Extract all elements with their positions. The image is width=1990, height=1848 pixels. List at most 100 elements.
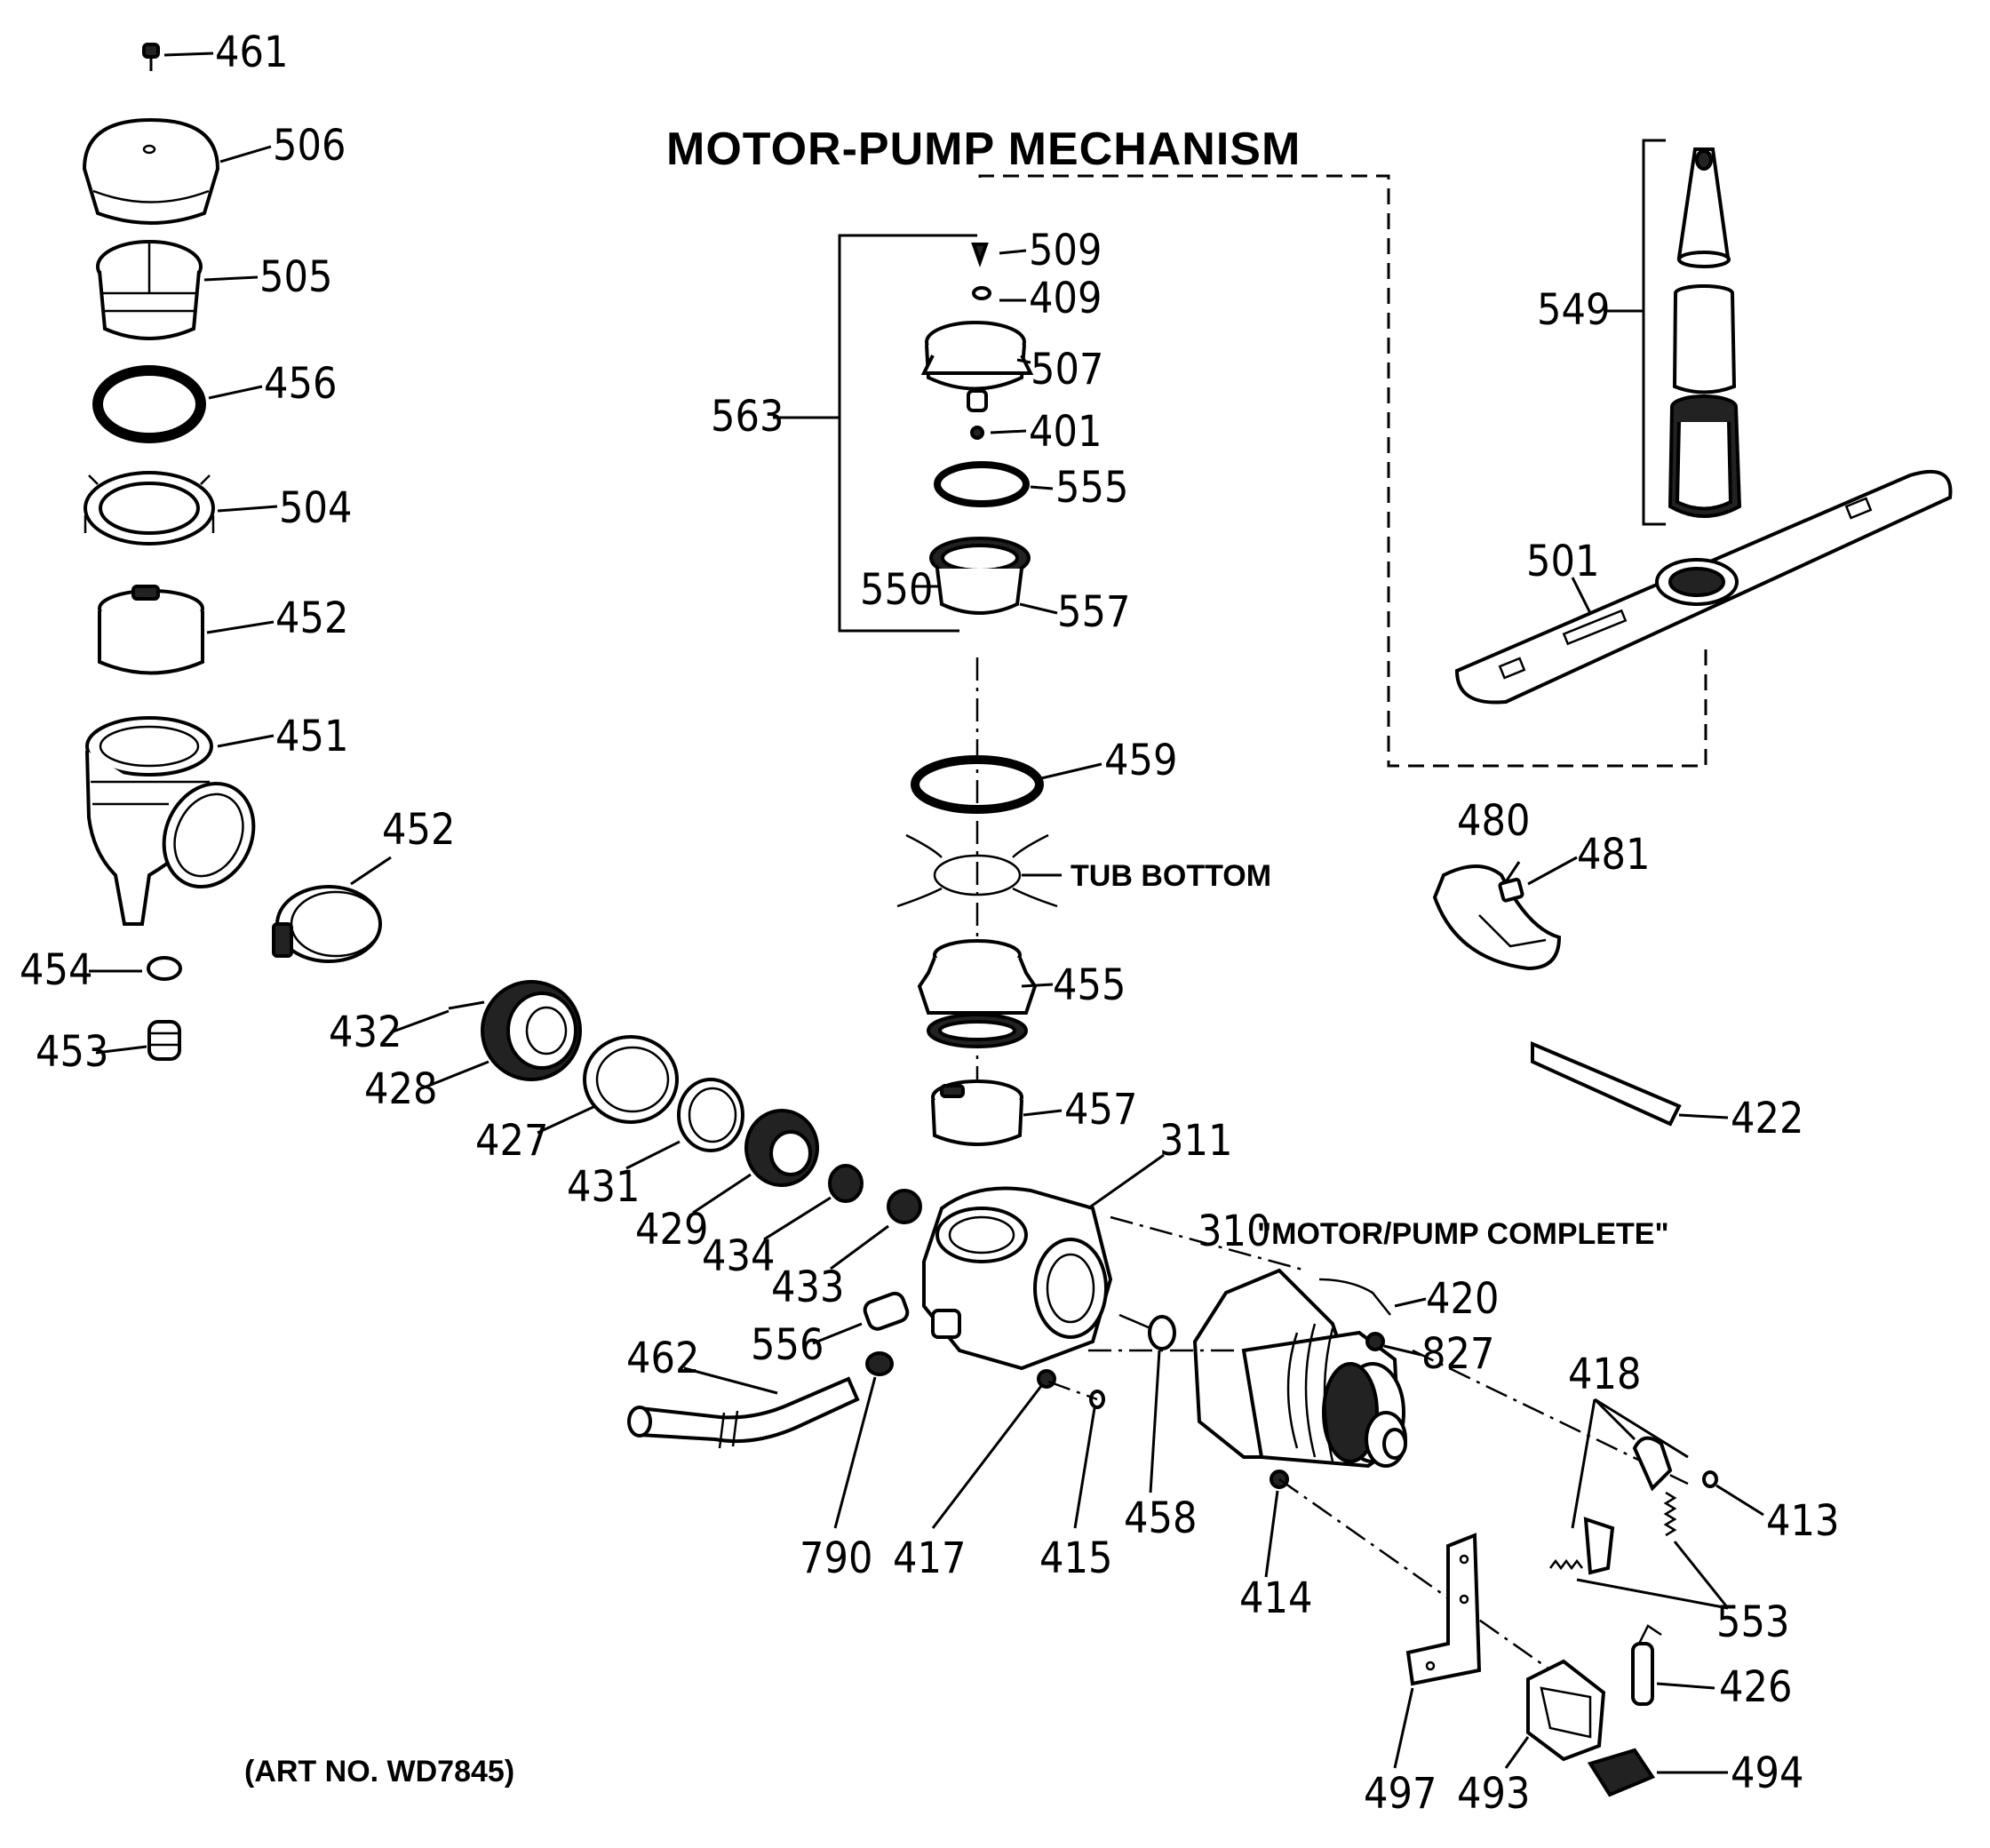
part-433-seal — [830, 1189, 922, 1270]
tub-bottom-label: TUB BOTTOM — [1071, 859, 1271, 893]
part-number-557: 557 — [1057, 587, 1130, 637]
part-456-ring — [92, 365, 263, 443]
part-number-409: 409 — [1029, 274, 1102, 323]
part-number-429: 429 — [635, 1205, 708, 1255]
part-number-505: 505 — [259, 252, 332, 302]
assembly-line-bracket — [1278, 1478, 1564, 1681]
part-827-screw — [1365, 1332, 1422, 1357]
part-number-462: 462 — [626, 1334, 699, 1383]
part-number-426: 426 — [1719, 1662, 1792, 1712]
part-311-pump-housing — [922, 1153, 1165, 1371]
part-506-cap — [82, 117, 272, 225]
part-number-420: 420 — [1426, 1274, 1499, 1324]
part-429-impeller-housing — [692, 1109, 819, 1215]
part-414-screw — [1264, 1470, 1289, 1578]
part-426-pin — [1631, 1624, 1715, 1706]
part-418-lever-parts — [1571, 1398, 1689, 1575]
part-461-screw — [142, 43, 214, 71]
part-480-deflector — [1432, 861, 1562, 971]
part-number-790: 790 — [800, 1533, 872, 1583]
part-number-493: 493 — [1457, 1769, 1530, 1819]
part-number-550: 550 — [860, 565, 933, 615]
part-number-434: 434 — [702, 1231, 775, 1281]
part-556-fitting — [812, 1291, 910, 1345]
part-455-sump — [917, 939, 1054, 1048]
bracket-563 — [773, 234, 977, 633]
part-427-plate — [537, 1035, 679, 1135]
part-422-strip — [1531, 1040, 1729, 1127]
part-507-manifold — [920, 321, 1034, 412]
part-number-452-upper: 452 — [275, 593, 348, 643]
diagram-title: MOTOR-PUMP MECHANISM — [666, 123, 1301, 175]
tub-bottom-opening — [896, 833, 1062, 908]
part-401-ball — [970, 426, 1027, 440]
part-number-549: 549 — [1537, 285, 1610, 335]
assembly-line-motor — [1110, 1215, 1307, 1272]
part-452-clamp-lower — [272, 856, 392, 963]
part-409-washer — [972, 286, 1026, 302]
part-504-nut — [84, 471, 278, 546]
part-number-494: 494 — [1731, 1748, 1803, 1798]
part-number-509: 509 — [1029, 226, 1102, 275]
part-number-427: 427 — [475, 1116, 548, 1166]
part-434-nut — [763, 1164, 864, 1241]
part-number-457: 457 — [1064, 1085, 1137, 1135]
part-number-433: 433 — [771, 1263, 844, 1312]
part-454-clip — [89, 956, 182, 981]
part-number-507: 507 — [1031, 345, 1103, 394]
part-number-414: 414 — [1239, 1573, 1312, 1623]
part-number-501: 501 — [1526, 537, 1599, 586]
part-457-clamp — [931, 1079, 1063, 1146]
part-number-461: 461 — [215, 28, 288, 77]
part-number-481: 481 — [1577, 830, 1650, 880]
part-number-553: 553 — [1716, 1597, 1789, 1647]
part-462-hose — [627, 1366, 860, 1449]
part-number-428: 428 — [364, 1064, 437, 1114]
part-number-422: 422 — [1731, 1094, 1803, 1143]
part-493-switch-housing — [1504, 1659, 1606, 1769]
part-number-415: 415 — [1039, 1533, 1112, 1583]
part-509-screw — [971, 243, 1027, 268]
part-310-motor — [1192, 1268, 1407, 1469]
part-number-458: 458 — [1124, 1494, 1197, 1543]
part-number-480: 480 — [1457, 796, 1530, 846]
part-number-418: 418 — [1568, 1350, 1641, 1399]
part-number-310: 310 — [1198, 1207, 1270, 1256]
part-number-413: 413 — [1766, 1496, 1839, 1546]
part-550-tower-base — [915, 537, 1058, 615]
part-number-452-lower: 452 — [382, 805, 455, 855]
part-501-spray-arm — [1454, 470, 1953, 705]
part-452-clamp-upper — [98, 585, 275, 675]
part-431-seal — [625, 1078, 744, 1170]
part-553-springs — [1549, 1491, 1730, 1610]
part-481-clip — [1498, 856, 1578, 903]
part-number-451: 451 — [275, 712, 348, 761]
part-number-417: 417 — [893, 1533, 966, 1583]
motor-pump-complete-label: "MOTOR/PUMP COMPLETE" — [1257, 1217, 1669, 1251]
part-number-459: 459 — [1104, 736, 1177, 785]
part-number-432: 432 — [329, 1008, 402, 1057]
art-number: (ART NO. WD7845) — [244, 1755, 514, 1788]
part-549-tower-sections — [1668, 147, 1742, 518]
part-417-washer — [931, 1369, 1056, 1529]
part-number-456: 456 — [264, 359, 337, 409]
part-415-nut — [1073, 1390, 1105, 1529]
part-790-spring — [833, 1351, 894, 1529]
part-number-556: 556 — [751, 1320, 824, 1370]
part-555-seal — [934, 461, 1054, 507]
assembly-line-washer — [1047, 1380, 1098, 1401]
part-497-bracket — [1393, 1533, 1482, 1769]
part-number-563: 563 — [711, 392, 784, 442]
part-number-431: 431 — [567, 1162, 640, 1212]
part-number-555: 555 — [1055, 463, 1128, 513]
part-453-plug — [95, 1020, 181, 1061]
part-420-wire — [1318, 1278, 1427, 1316]
part-number-497: 497 — [1364, 1769, 1437, 1819]
part-number-827: 827 — [1421, 1329, 1494, 1379]
dashed-assembly-box — [978, 174, 1707, 768]
part-428-impeller — [390, 980, 582, 1090]
part-458-grommet — [1118, 1313, 1176, 1494]
part-451-housing — [85, 716, 275, 926]
bracket-549 — [1604, 139, 1666, 526]
